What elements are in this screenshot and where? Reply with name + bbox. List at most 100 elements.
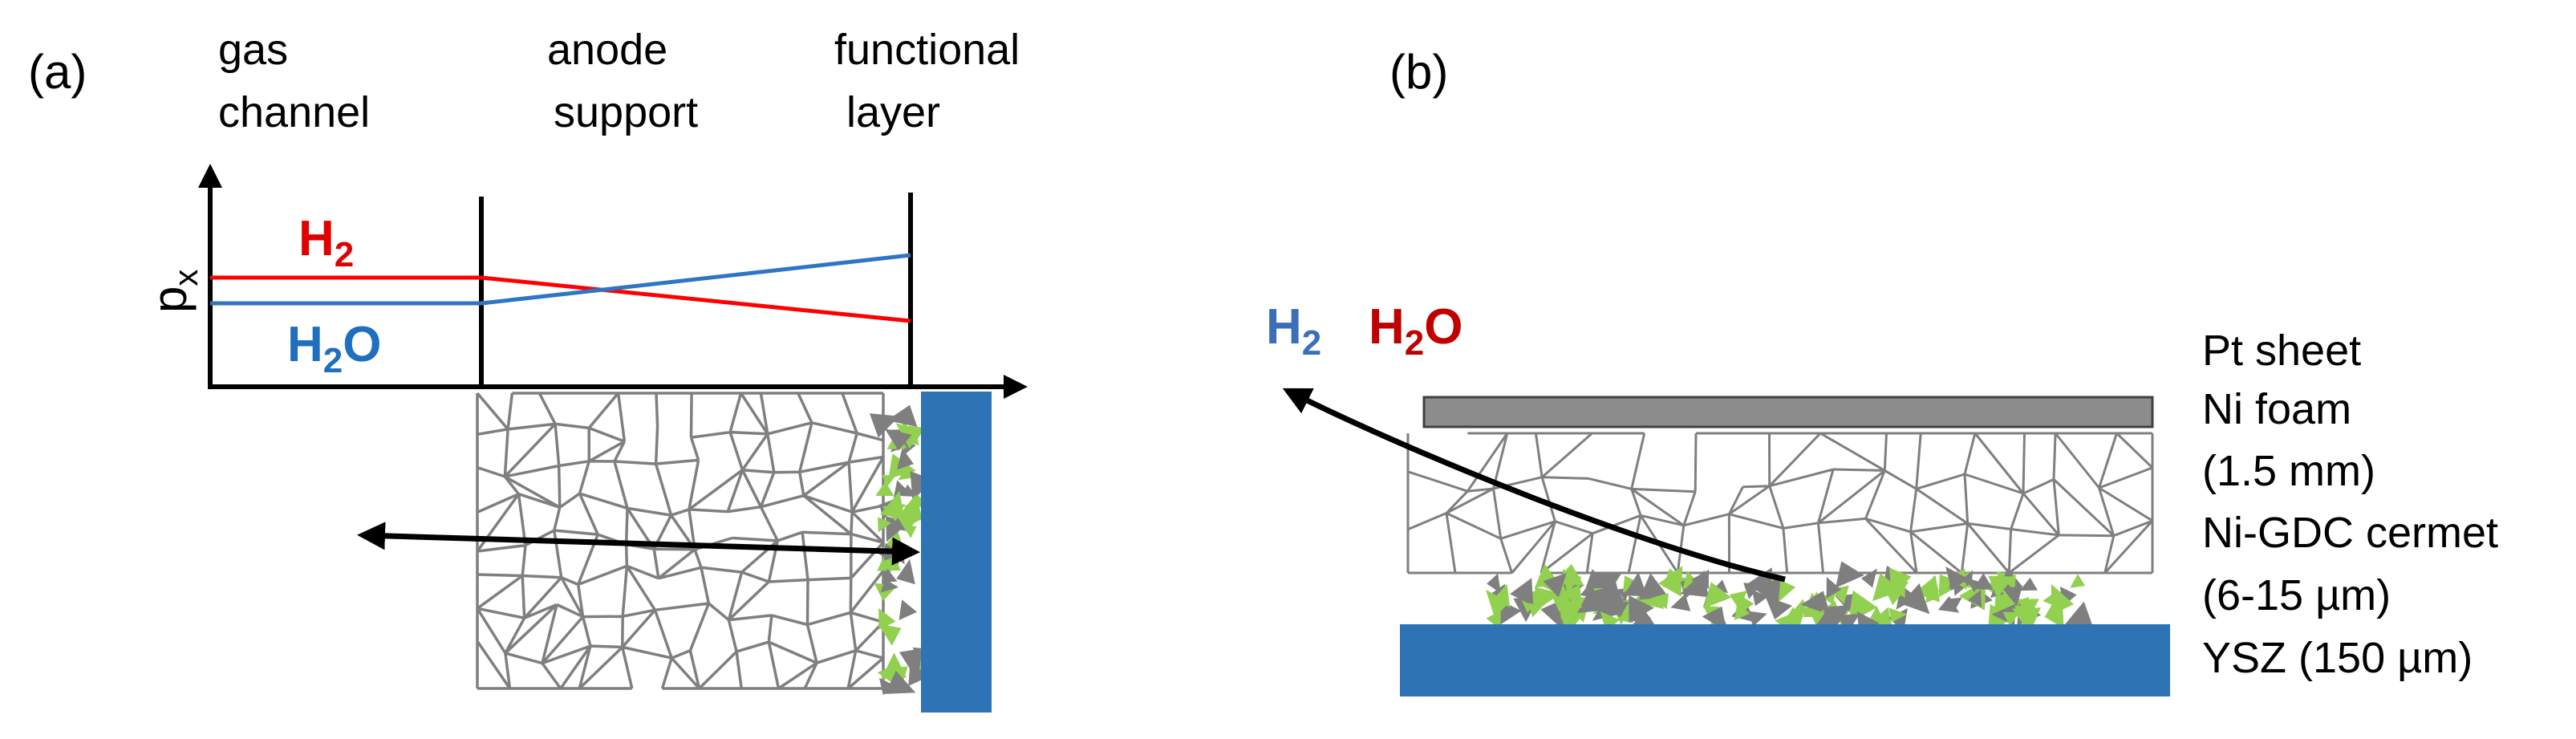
particle: [1670, 594, 1691, 611]
h2-label-b: H2: [1266, 299, 1321, 363]
h2-label: H2: [298, 211, 354, 274]
layer-pt-sheet: Pt sheet: [2202, 327, 2361, 375]
particle: [1580, 584, 1596, 599]
particle: [1836, 561, 1864, 588]
particle: [1577, 586, 1609, 614]
region-functional-line1: functional: [834, 26, 1020, 74]
particle: [1996, 591, 2014, 611]
particle: [1748, 611, 1767, 627]
particle: [1754, 577, 1781, 605]
particle: [1734, 603, 1750, 621]
particle: [878, 607, 896, 630]
particle: [885, 670, 916, 694]
particle: [1535, 587, 1561, 611]
particle: [1945, 566, 1969, 591]
ni-gdc-cermet-particles: [1485, 561, 2093, 638]
h2o-label-b: H2O: [1369, 299, 1463, 363]
particle: [901, 484, 917, 497]
particle: [1560, 596, 1583, 620]
region-anode-line2: support: [554, 88, 698, 136]
h2o-profile: [210, 253, 911, 306]
particle: [1651, 593, 1669, 610]
axis-label-px: px: [143, 270, 205, 313]
ni-foam: [1406, 432, 2154, 575]
particle: [886, 404, 918, 427]
particle: [1510, 578, 1534, 607]
particle: [1596, 572, 1622, 595]
particle: [903, 525, 917, 538]
particle: [2019, 577, 2038, 591]
diffusion-arrow-a: [357, 522, 920, 566]
diffusion-arrow-b: [1282, 388, 1786, 583]
particle: [1729, 591, 1747, 611]
particle: [1937, 595, 1960, 613]
particle: [1663, 568, 1687, 588]
particle: [903, 441, 916, 456]
particle: [896, 558, 915, 585]
particle: [1925, 588, 1940, 603]
particle: [1633, 609, 1655, 625]
particle: [1493, 583, 1511, 607]
region-gas-line2: channel: [218, 88, 370, 136]
particle: [1703, 582, 1732, 609]
particle: [1961, 570, 1974, 587]
particle: [875, 481, 895, 497]
particle: [1624, 571, 1648, 597]
particle: [1528, 603, 1542, 618]
region-gas-line1: gas: [218, 26, 288, 74]
particle: [1638, 573, 1669, 600]
particle: [881, 652, 907, 680]
particle: [1822, 604, 1852, 631]
electrolyte-bar-a: [921, 392, 992, 713]
particle: [880, 579, 899, 593]
particle: [1604, 602, 1629, 618]
particle: [897, 448, 914, 470]
particle: [1485, 589, 1509, 619]
ysz-electrolyte: [1400, 624, 2170, 696]
particle: [1826, 577, 1842, 599]
particle: [1487, 573, 1501, 594]
layer-ni-foam: Ni foam: [2202, 385, 2351, 433]
h2o-label: H2O: [287, 317, 382, 380]
particle: [2002, 611, 2020, 627]
particle: [899, 648, 923, 674]
layer-ni-foam-thickness: (1.5 mm): [2202, 447, 2375, 495]
particle: [898, 494, 923, 521]
pt-sheet: [1422, 396, 2154, 428]
particle: [879, 678, 896, 696]
particle: [2044, 599, 2064, 618]
particle: [2003, 574, 2016, 591]
h2-profile: [210, 275, 911, 323]
panel-b-tag: (b): [1389, 45, 1448, 99]
particle: [1888, 581, 1905, 599]
particle: [1562, 569, 1582, 593]
particle: [1751, 590, 1769, 607]
particle: [1543, 573, 1567, 598]
particle: [884, 428, 912, 451]
particle: [1629, 595, 1654, 623]
foam-mesh: [1406, 432, 2154, 575]
particle: [1888, 607, 1908, 623]
region-anode-line1: anode: [547, 26, 667, 74]
particle: [1861, 568, 1877, 588]
particle: [878, 623, 902, 646]
particle: [899, 599, 918, 620]
particle: [908, 663, 931, 686]
layer-ysz: YSZ (150 µm): [2202, 634, 2473, 682]
particle: [1690, 570, 1709, 589]
layer-ni-gdc-cermet: Ni-GDC cermet: [2202, 509, 2498, 557]
particle: [2014, 605, 2034, 621]
particle: [880, 490, 905, 520]
particle: [1838, 614, 1860, 635]
particle: [1872, 573, 1902, 602]
particle: [1556, 584, 1582, 604]
particle: [2002, 585, 2023, 607]
particle: [1602, 579, 1624, 601]
particle: [1967, 590, 1982, 607]
region-functional-line2: layer: [846, 88, 940, 136]
particle: [1849, 590, 1878, 621]
particle: [2070, 574, 2086, 588]
particle: [1925, 575, 1940, 593]
particle: [1973, 573, 1994, 590]
